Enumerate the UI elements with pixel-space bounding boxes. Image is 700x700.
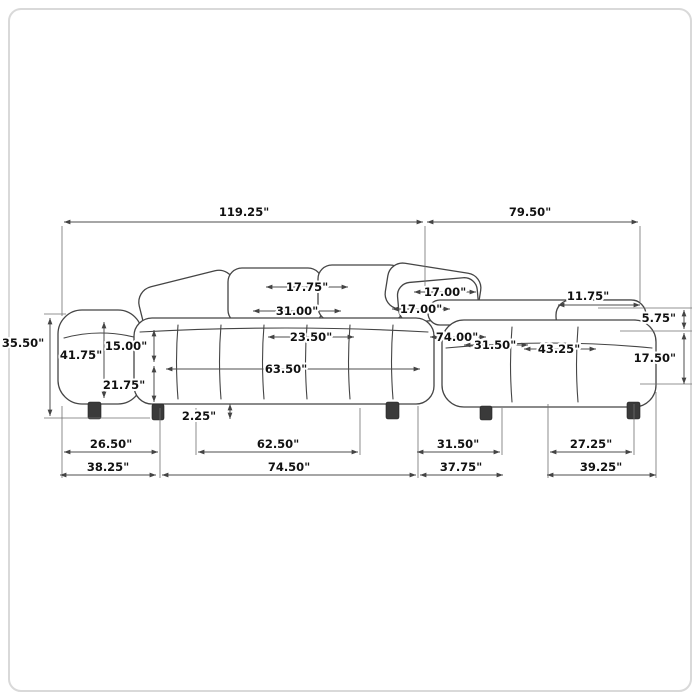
chaise-seat	[441, 319, 657, 408]
label-overall-width-right: 79.50"	[509, 205, 551, 219]
dimension-labels: 119.25" 79.50" 35.50" 17.75" 31.00" 17.0…	[0, 203, 678, 476]
seat-channel	[347, 324, 351, 400]
label-back-inner-width: 31.00"	[276, 304, 318, 318]
label-seat-width-bottom: 62.50"	[257, 437, 299, 451]
label-left-width-inner: 74.50"	[268, 460, 310, 474]
sofa-leg	[385, 401, 400, 420]
label-right-depth-total: 39.25"	[580, 460, 622, 474]
sofa-leg	[479, 405, 493, 421]
seat-channel	[175, 324, 179, 400]
extension-lines	[44, 226, 692, 478]
label-right-width-inner: 37.75"	[440, 460, 482, 474]
sofa-leg	[626, 401, 641, 420]
label-chaise-width-bottom: 31.50"	[437, 437, 479, 451]
seat-channel	[218, 324, 222, 400]
label-chaise-length: 74.00"	[436, 330, 478, 344]
label-back-height-above-seat: 15.00"	[105, 339, 147, 353]
label-seat-height-right: 17.50"	[634, 351, 676, 365]
label-chaise-seat-width-bottom: 27.25"	[570, 437, 612, 451]
label-seat-height-left: 21.75"	[103, 378, 145, 392]
label-leg-height: 2.25"	[182, 409, 216, 423]
seat-channel	[390, 324, 394, 400]
sofa-leg	[151, 403, 165, 421]
label-chaise-width: 31.50"	[474, 338, 516, 352]
label-overall-height: 35.50"	[2, 336, 44, 350]
sofa-leg	[87, 401, 102, 420]
label-back-cushion-width: 17.75"	[286, 280, 328, 294]
left-arm-seam	[63, 332, 139, 339]
seat-channel	[261, 324, 265, 400]
seat-channel	[304, 324, 308, 400]
label-overall-width-left: 119.25"	[219, 205, 269, 219]
label-chaise-seat-length: 43.25"	[538, 342, 580, 356]
label-seat-depth: 23.50"	[290, 330, 332, 344]
label-seat-interior-width: 63.50"	[265, 362, 307, 376]
label-chaise-back-width: 11.75"	[567, 289, 609, 303]
label-back-rail-height: 5.75"	[642, 311, 676, 325]
canvas-border	[8, 8, 692, 692]
main-seat	[133, 317, 435, 405]
chaise-channel	[575, 326, 579, 403]
label-pillow-width: 17.00"	[424, 285, 466, 299]
label-pillow-height: 17.00"	[400, 302, 442, 316]
label-left-depth-total: 38.25"	[87, 460, 129, 474]
label-arm-depth-bottom: 26.50"	[90, 437, 132, 451]
chaise-channel	[509, 326, 513, 403]
dimension-lines	[47, 219, 687, 478]
sofa-drawing	[57, 262, 657, 421]
label-arm-height: 41.75"	[60, 348, 102, 362]
